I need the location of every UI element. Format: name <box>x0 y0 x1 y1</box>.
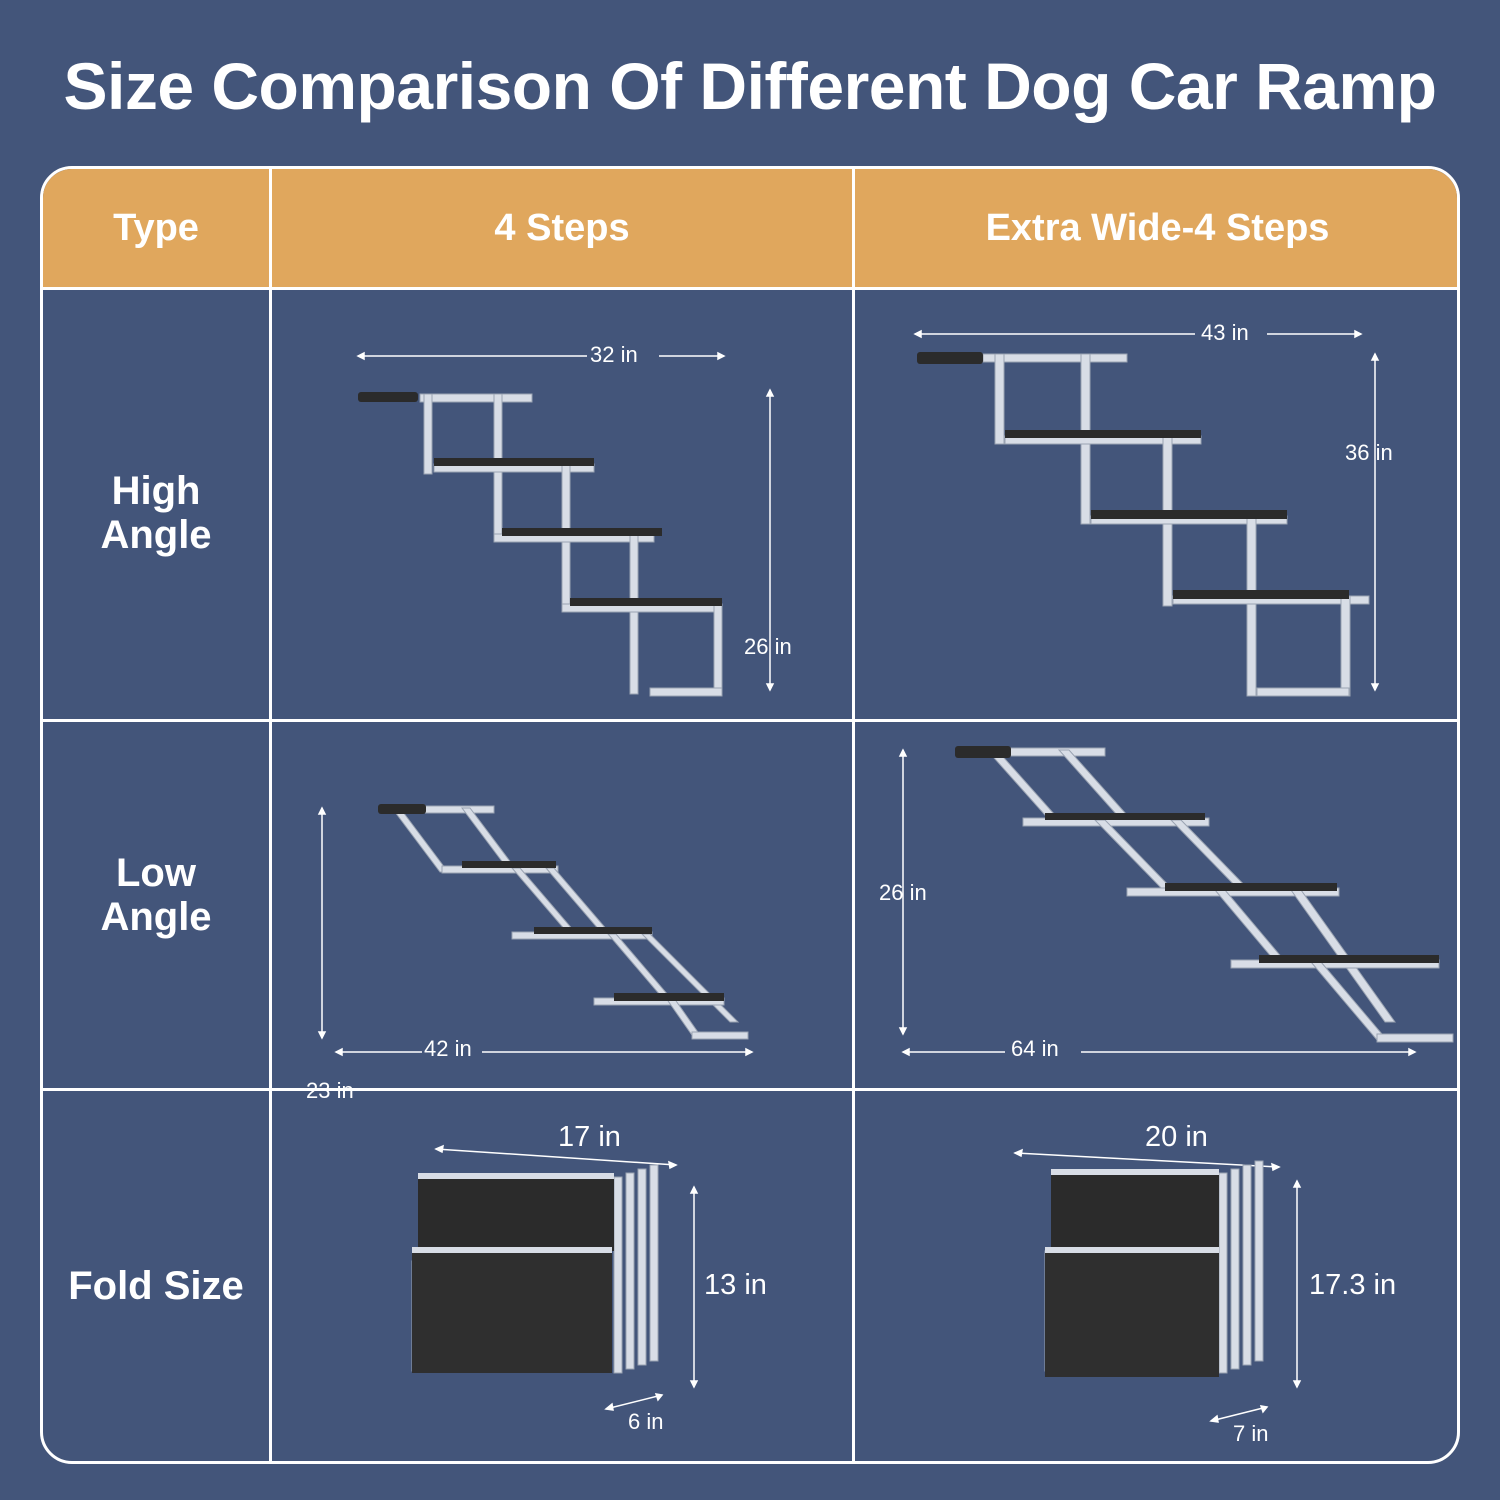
cell-fold-extra-wide: 20 in 17.3 in 7 in <box>855 1091 1457 1461</box>
dim-high-4-width: 32 in <box>590 342 638 367</box>
row-label-low-angle: Low Angle <box>100 851 212 939</box>
dim-high-wide-width: 43 in <box>1201 320 1249 345</box>
divider-row-2 <box>43 1088 1457 1091</box>
ramp-low-extra-wide-image <box>898 746 1454 1057</box>
dim-low-wide-length: 64 in <box>1011 1036 1059 1061</box>
header-4-steps: 4 Steps <box>494 207 630 249</box>
dim-fold-4-depth: 6 in <box>628 1409 664 1434</box>
page-title: Size Comparison Of Different Dog Car Ram… <box>63 49 1437 123</box>
cell-low-extra-wide: 26 in 64 in <box>855 722 1457 1088</box>
header-extra-wide: Extra Wide-4 Steps <box>985 207 1330 249</box>
dim-fold-4-width: 17 in <box>558 1121 621 1153</box>
fold-4-steps-image <box>411 1144 699 1411</box>
dim-high-wide-height: 36 in <box>1345 440 1393 465</box>
row-label-fold-size: Fold Size <box>68 1264 244 1308</box>
comparison-table: Type 4 Steps Extra Wide-4 Steps High Ang… <box>40 166 1460 1464</box>
dim-fold-wide-height: 17.3 in <box>1309 1269 1397 1301</box>
dim-fold-wide-depth: 7 in <box>1233 1421 1269 1446</box>
ramp-low-4-steps-image <box>317 804 754 1057</box>
dim-low-wide-height: 26 in <box>879 880 927 905</box>
dim-fold-4-height: 13 in <box>704 1269 767 1301</box>
divider-row-0 <box>43 287 1457 290</box>
dim-fold-wide-width: 20 in <box>1145 1121 1208 1153</box>
cell-fold-4-steps: 17 in 13 in 6 in <box>272 1091 852 1461</box>
divider-col-1 <box>269 169 272 1461</box>
dim-high-4-height: 26 in <box>744 634 792 659</box>
row-label-high-angle: High Angle <box>100 469 212 557</box>
cell-high-4-steps: 32 in 26 in <box>272 290 852 719</box>
fold-extra-wide-image <box>1013 1148 1302 1423</box>
cell-low-4-steps: 23 in 42 in <box>272 722 852 1103</box>
table-header: Type 4 Steps Extra Wide-4 Steps <box>43 169 1457 287</box>
header-type: Type <box>113 207 199 249</box>
ramp-high-extra-wide-image <box>913 329 1380 697</box>
divider-col-2 <box>852 169 855 1461</box>
divider-row-1 <box>43 719 1457 722</box>
dim-low-4-height: 23 in <box>306 1078 354 1103</box>
dim-low-4-length: 42 in <box>424 1036 472 1061</box>
cell-high-extra-wide: 43 in 36 in <box>855 290 1457 719</box>
ramp-high-4-steps-image <box>356 351 775 697</box>
